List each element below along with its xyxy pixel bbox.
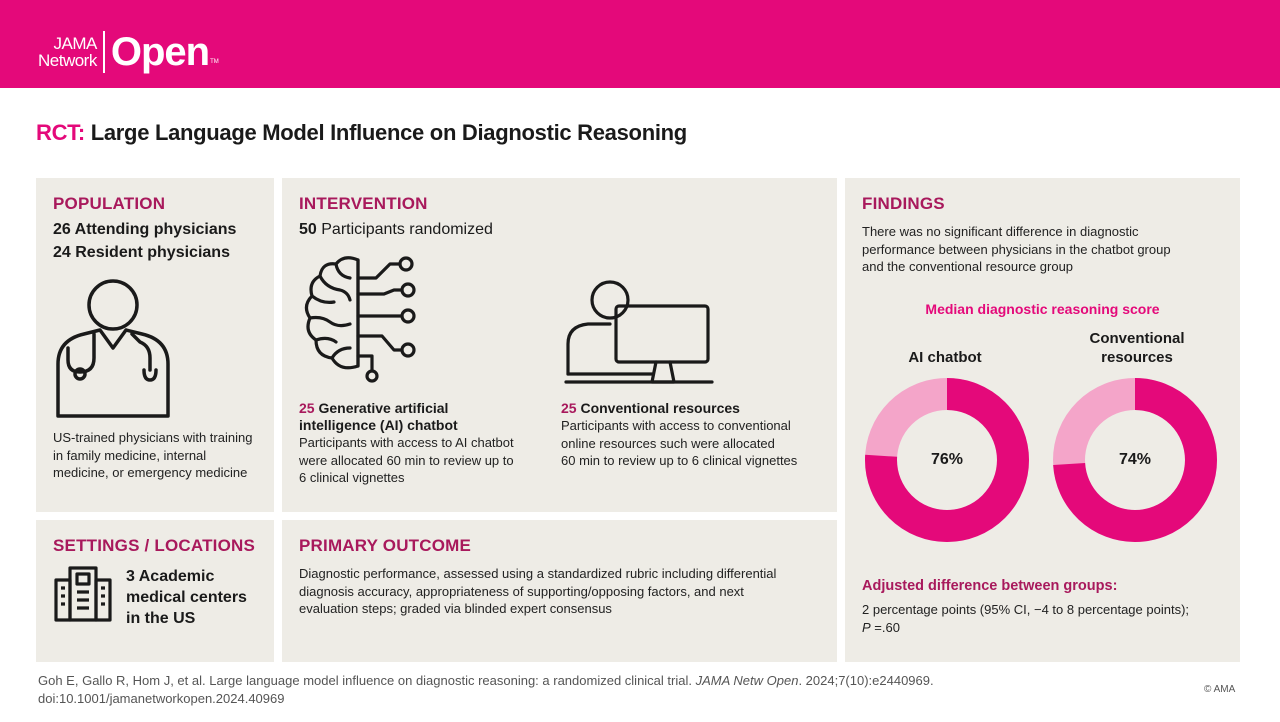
ai-arm-desc-line1: Participants with access to AI chatbot bbox=[299, 435, 514, 450]
conventional-arm-title: 25 Conventional resources bbox=[561, 400, 740, 417]
citation-volume: . 2024;7(10):e2440969. bbox=[798, 673, 934, 688]
population-attending: 26 Attending physicians bbox=[53, 221, 237, 238]
population-desc-line1: US-trained physicians with training bbox=[53, 430, 253, 445]
population-heading: POPULATION bbox=[53, 194, 166, 213]
settings-heading: SETTINGS / LOCATIONS bbox=[53, 536, 256, 555]
ai-arm-title-line1: Generative artificial bbox=[318, 400, 449, 416]
participants-count: 50 bbox=[299, 221, 317, 238]
settings-panel: SETTINGS / LOCATIONS 3 Academic medical … bbox=[36, 520, 274, 662]
conventional-label: Conventional resources bbox=[1067, 329, 1207, 367]
logo-divider bbox=[102, 31, 105, 73]
ai-score-value: 76% bbox=[930, 451, 964, 468]
ai-arm-desc-line3: 6 clinical vignettes bbox=[299, 470, 405, 485]
conventional-donut bbox=[1053, 378, 1217, 542]
settings-text: 3 Academic medical centers in the US bbox=[126, 566, 247, 629]
score-heading: Median diagnostic reasoning score bbox=[925, 301, 1160, 317]
citation-doi: doi:10.1001/jamanetworkopen.2024.40969 bbox=[38, 691, 285, 706]
population-desc-line2: in family medicine, internal bbox=[53, 447, 207, 463]
conventional-arm-title-text: Conventional resources bbox=[580, 400, 740, 416]
citation-journal: JAMA Netw Open bbox=[695, 673, 799, 688]
physician-icon bbox=[56, 279, 170, 418]
page-title: RCT: Large Language Model Influence on D… bbox=[36, 120, 687, 146]
settings-line1: 3 Academic bbox=[126, 568, 215, 585]
copyright: © AMA bbox=[1204, 684, 1236, 695]
outcome-desc-line2: diagnosis accuracy, appropriateness of s… bbox=[299, 583, 744, 599]
population-resident: 24 Resident physicians bbox=[53, 244, 230, 261]
ai-chatbot-donut bbox=[865, 378, 1029, 542]
participants-randomized: 50 Participants randomized bbox=[299, 221, 493, 239]
population-description: US-trained physicians with training in f… bbox=[53, 429, 252, 482]
outcome-desc-line3: evaluation steps; graded via blinded exp… bbox=[299, 601, 612, 616]
population-desc-line3: medicine, or emergency medicine bbox=[53, 465, 248, 480]
conventional-desc-line3: 60 min to review up to 6 clinical vignet… bbox=[561, 453, 798, 468]
logo-trademark: TM bbox=[210, 59, 219, 65]
computer-user-icon bbox=[564, 280, 714, 384]
intervention-panel: INTERVENTION 50 Participants randomized bbox=[282, 178, 837, 512]
logo-line2: Network bbox=[38, 51, 97, 70]
conv-donut-arc bbox=[1053, 378, 1217, 542]
findings-panel: FINDINGS There was no significant differ… bbox=[845, 178, 1240, 662]
conventional-desc-line2: online resources such were allocated bbox=[561, 435, 775, 451]
title-prefix: RCT: bbox=[36, 120, 85, 145]
citation: Goh E, Gallo R, Hom J, et al. Large lang… bbox=[38, 672, 934, 708]
conventional-arm-description: Participants with access to conventional… bbox=[561, 417, 797, 470]
adjusted-line1: 2 percentage points (95% CI, −4 to 8 per… bbox=[862, 602, 1190, 617]
adjusted-description: 2 percentage points (95% CI, −4 to 8 per… bbox=[862, 601, 1189, 636]
conventional-label-line1: Conventional bbox=[1089, 330, 1185, 347]
settings-line2: medical centers bbox=[126, 589, 247, 606]
findings-description: There was no significant difference in d… bbox=[862, 223, 1171, 276]
ai-donut-arc bbox=[865, 378, 1029, 542]
conventional-desc-line1: Participants with access to conventional bbox=[561, 418, 791, 433]
citation-authors: Goh E, Gallo R, Hom J, et al. Large lang… bbox=[38, 673, 696, 688]
ai-arm-title-line2: intelligence (AI) chatbot bbox=[299, 417, 458, 433]
citation-line1: Goh E, Gallo R, Hom J, et al. Large lang… bbox=[38, 672, 934, 690]
logo-open-text: Open bbox=[110, 29, 210, 74]
header-bar: JAMA Network Open TM bbox=[0, 0, 1280, 88]
settings-line3: in the US bbox=[126, 610, 196, 627]
outcome-description: Diagnostic performance, assessed using a… bbox=[299, 565, 776, 618]
intervention-heading: INTERVENTION bbox=[299, 194, 428, 213]
primary-outcome-panel: PRIMARY OUTCOME Diagnostic performance, … bbox=[282, 520, 837, 662]
ai-arm-description: Participants with access to AI chatbot w… bbox=[299, 434, 514, 487]
ai-arm-count: 25 bbox=[299, 400, 315, 416]
title-text: Large Language Model Influence on Diagno… bbox=[90, 120, 688, 145]
logo-network-text: JAMA Network bbox=[38, 35, 97, 69]
conventional-arm-count: 25 bbox=[561, 400, 577, 416]
population-panel: POPULATION 26 Attending physicians 24 Re… bbox=[36, 178, 274, 512]
hospital-building-icon bbox=[54, 566, 112, 622]
adjusted-line2: P =.60 bbox=[862, 619, 1189, 637]
brain-circuit-icon bbox=[304, 256, 416, 383]
findings-heading: FINDINGS bbox=[862, 194, 945, 213]
outcome-heading: PRIMARY OUTCOME bbox=[299, 536, 472, 555]
findings-desc-line1: There was no significant difference in d… bbox=[862, 224, 1139, 239]
conventional-label-line2: resources bbox=[1101, 349, 1173, 366]
adjusted-heading: Adjusted difference between groups: bbox=[862, 578, 1118, 594]
logo-line1: JAMA bbox=[53, 34, 98, 53]
outcome-desc-line1: Diagnostic performance, assessed using a… bbox=[299, 566, 777, 581]
p-value: =.60 bbox=[870, 619, 900, 635]
conventional-score-value: 74% bbox=[1118, 451, 1152, 468]
participants-label: Participants randomized bbox=[321, 221, 493, 238]
findings-desc-line3: and the conventional resource group bbox=[862, 259, 1074, 274]
ai-chatbot-label: AI chatbot bbox=[908, 349, 982, 366]
ai-arm-title: 25 Generative artificial intelligence (A… bbox=[299, 400, 458, 434]
p-symbol: P bbox=[862, 619, 871, 635]
findings-desc-line2: performance between physicians in the ch… bbox=[862, 241, 1171, 257]
ai-arm-desc-line2: were allocated 60 min to review up to bbox=[299, 452, 514, 468]
jama-network-open-logo: JAMA Network Open TM bbox=[38, 29, 219, 75]
